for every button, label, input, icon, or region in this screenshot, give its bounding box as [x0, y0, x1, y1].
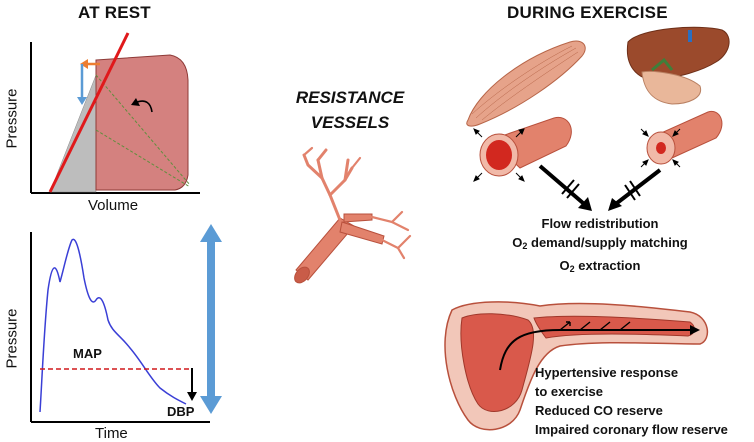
outcome-line-1: Hypertensive response	[535, 365, 679, 380]
effect-flow-redistribution: Flow redistribution	[541, 216, 659, 231]
pv-dashed-line-2	[95, 129, 191, 188]
pulse-pressure-arrow-top	[200, 224, 222, 242]
outcome-line-4: Impaired coronary flow reserve	[535, 422, 728, 437]
effect-o2-extraction: O2 extraction	[559, 258, 641, 274]
rotation-arrow	[136, 100, 153, 113]
dbp-label: DBP	[167, 404, 195, 419]
exercise-effects: Flow redistribution O2 demand/supply mat…	[500, 214, 700, 279]
outcome-line-2: to exercise	[535, 384, 603, 399]
flow-arrow-right	[608, 198, 622, 211]
bp-x-label: Time	[95, 425, 128, 442]
orange-arrow	[80, 59, 88, 69]
effect-o2-demand: O2 demand/supply matching	[512, 235, 688, 251]
pulse-pressure-arrow-bottom	[200, 396, 222, 414]
heart-outcomes: Hypertensive response to exercise Reduce…	[535, 363, 728, 439]
during-exercise-title: DURING EXERCISE	[507, 3, 668, 22]
map-label: MAP	[73, 346, 102, 361]
heart-flow-arrow	[690, 325, 700, 335]
flow-arrow-left	[578, 197, 592, 211]
blue-arrow-small	[77, 97, 87, 105]
dbp-arrow	[187, 392, 197, 401]
resistance-line-1: RESISTANCE	[295, 88, 405, 107]
at-rest-title: AT REST	[78, 3, 151, 22]
pressure-waveform	[39, 238, 187, 413]
outcome-line-3: Reduced CO reserve	[535, 403, 663, 418]
resistance-line-2: VESSELS	[310, 113, 390, 132]
pv-dashed-line-1	[95, 74, 191, 186]
pv-x-label: Volume	[88, 197, 139, 214]
elastance-line	[48, 32, 130, 193]
resistance-vessels-label: RESISTANCE VESSELS	[285, 85, 415, 135]
